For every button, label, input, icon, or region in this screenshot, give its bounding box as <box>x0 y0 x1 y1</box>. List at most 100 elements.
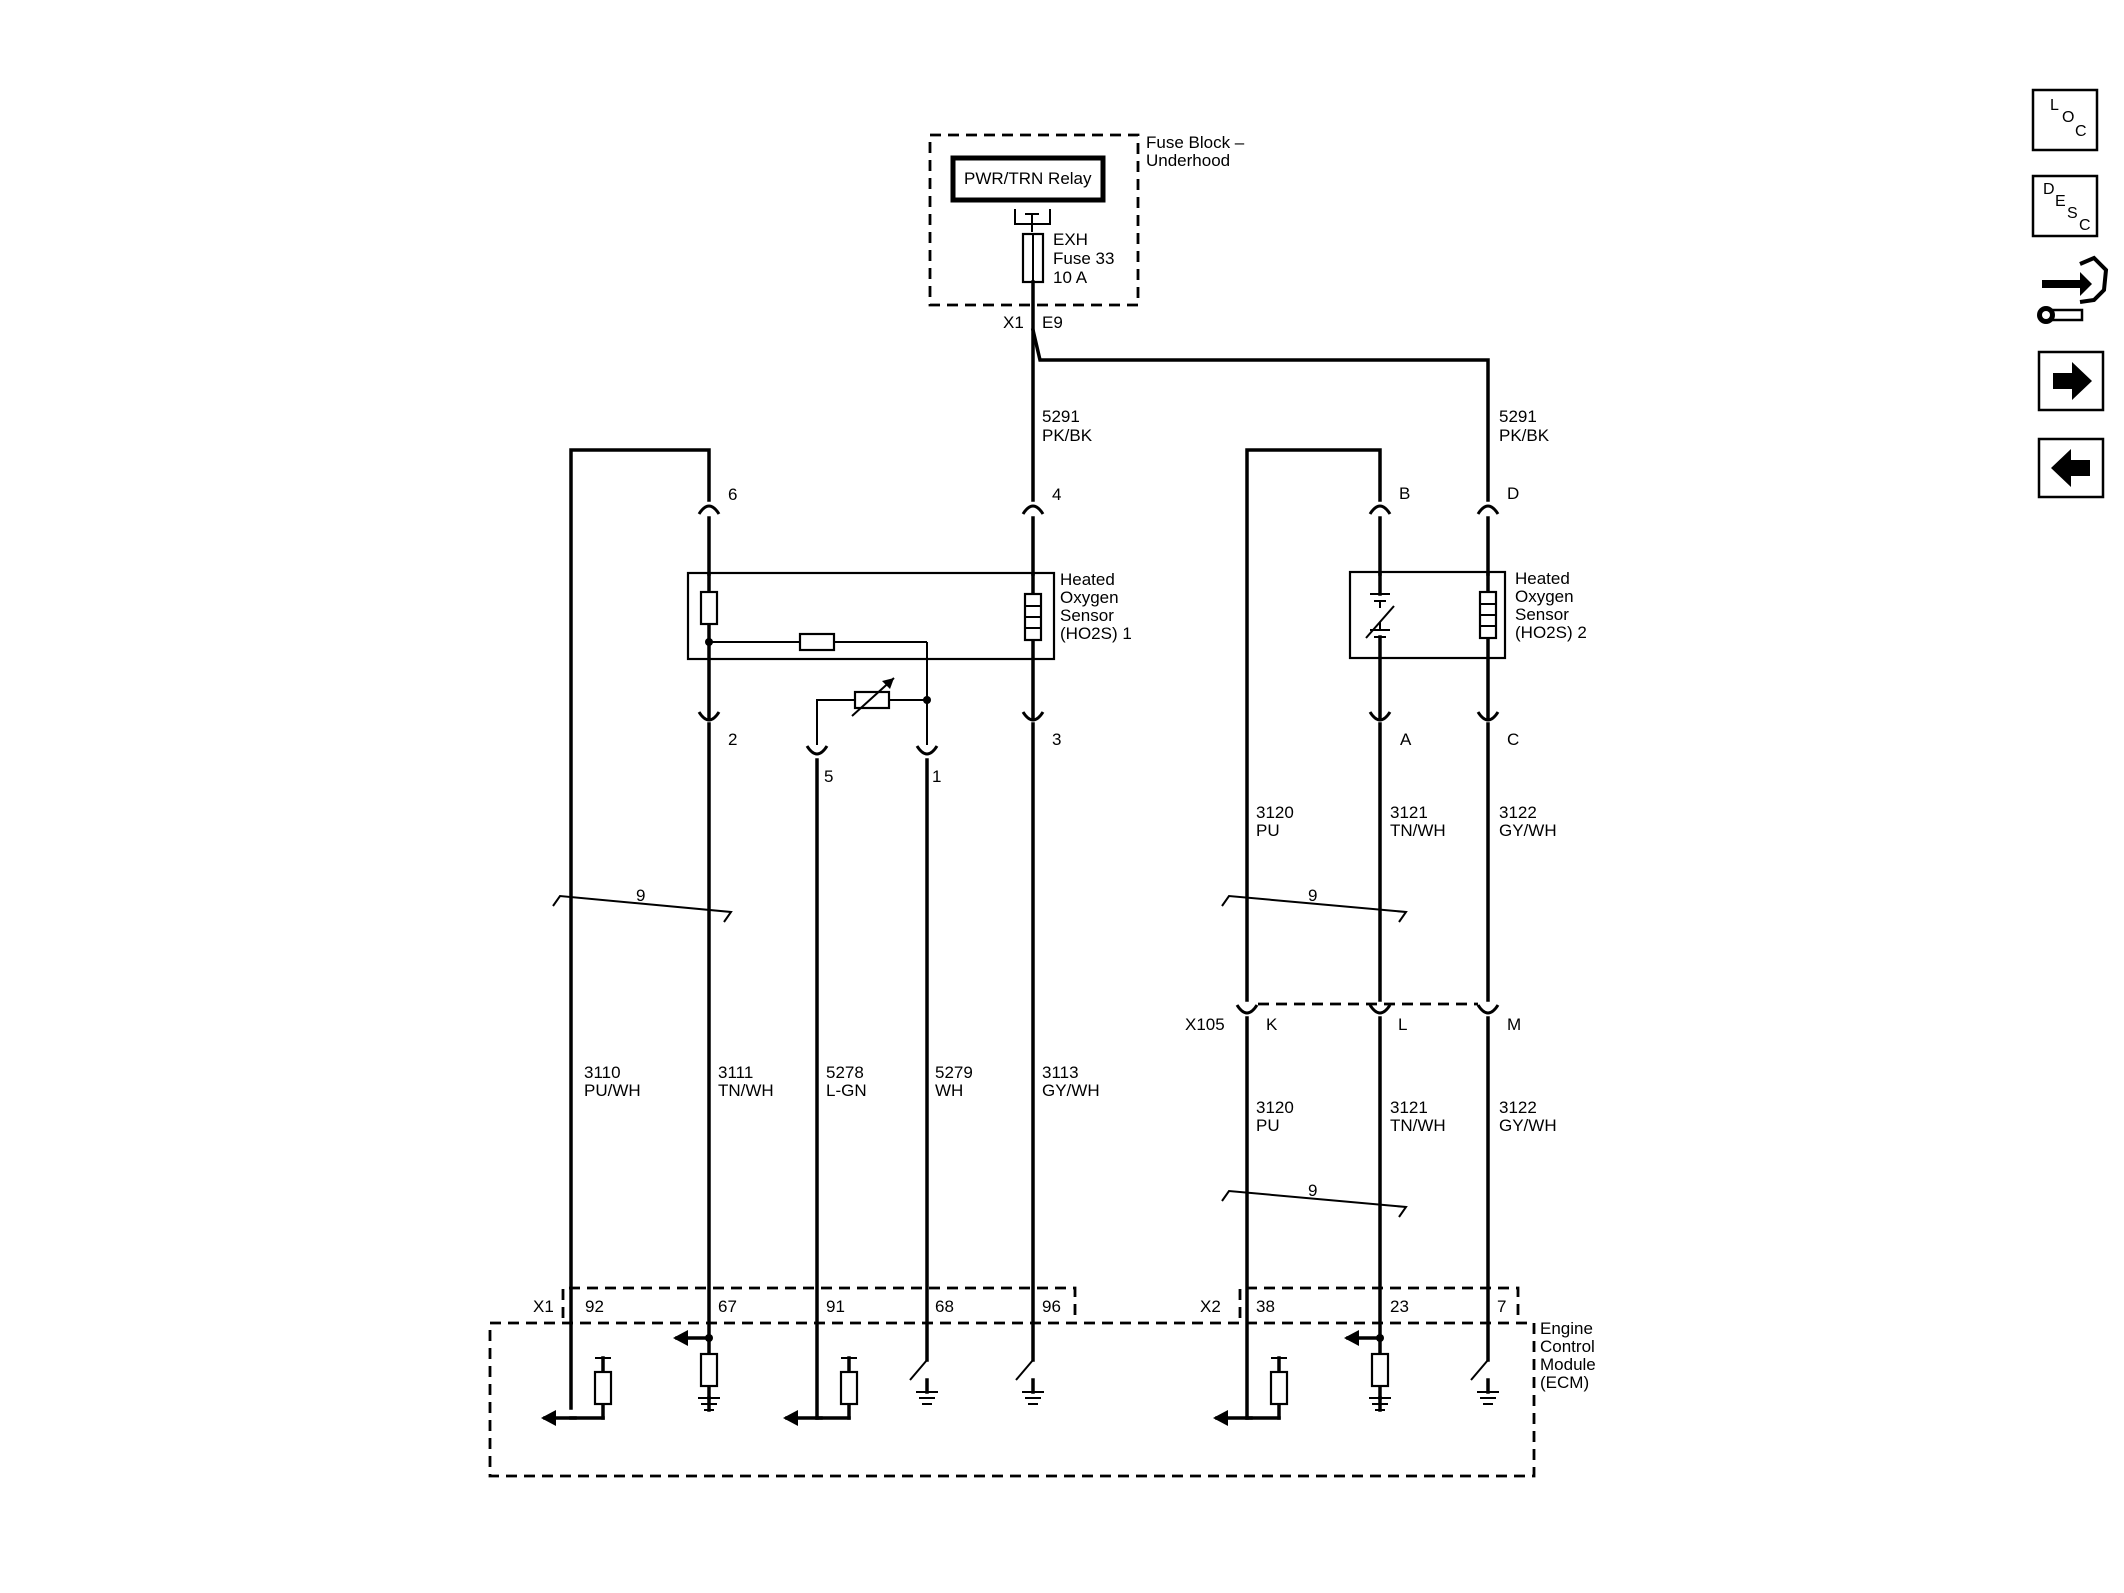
ground-icon <box>916 1391 938 1405</box>
ho2s-2-name-4: (HO2S) 2 <box>1515 623 1587 642</box>
description-button[interactable]: D E S C <box>2031 174 2099 238</box>
x105-pin-k: K <box>1266 1015 1278 1034</box>
ecm-x2-connector <box>1238 1286 1520 1318</box>
connector-diagnostic-button[interactable] <box>2037 255 2109 324</box>
wire-5278-circuit: 5278 <box>826 1063 864 1082</box>
ho2s-2-name-2: Oxygen <box>1515 587 1574 606</box>
wire-3122-upper-circuit: 3122 <box>1499 803 1537 822</box>
ho2s-2: B D Heated Oxygen Sensor (HO2S) 2 A C <box>1245 448 1587 1002</box>
x105-pin-l-connector <box>1368 1004 1392 1015</box>
ecm-input-arrow-icon <box>1344 1330 1359 1346</box>
wire-3111-color: TN/WH <box>718 1081 774 1100</box>
shield-count-right-lower: 9 <box>1308 1181 1317 1200</box>
desc-letter-s: S <box>2067 205 2078 222</box>
supply-left-circuit: 5291 <box>1042 407 1080 426</box>
previous-page-button[interactable] <box>2037 437 2105 499</box>
ecm-input-arrow-icon <box>1213 1410 1228 1426</box>
desc-letter-c: C <box>2079 217 2091 234</box>
shield-marker-right-upper <box>1221 894 1408 923</box>
wire-3122-lower-color: GY/WH <box>1499 1116 1557 1135</box>
x105-pin-l: L <box>1398 1015 1407 1034</box>
ho2s-1-name-2: Oxygen <box>1060 588 1119 607</box>
pin-c-connector <box>1476 711 1500 722</box>
ecm-name-4: (ECM) <box>1540 1373 1589 1392</box>
fuse-label-3: 10 A <box>1053 268 1088 287</box>
fuse-label-1: EXH <box>1053 230 1088 249</box>
ho2s-1-name-4: (HO2S) 1 <box>1060 624 1132 643</box>
ecm-pullup-91-icon <box>839 1370 859 1406</box>
wire-3113-color: GY/WH <box>1042 1081 1100 1100</box>
ecm-input-arrow-icon <box>541 1410 556 1426</box>
left-wiring: 9 3110 PU/WH 3111 TN/WH 5278 L-GN 5279 W… <box>552 448 1100 1420</box>
ecm-resistor-67-icon <box>699 1352 719 1388</box>
ho2s-2-name-3: Sensor <box>1515 605 1569 624</box>
ho2s-2-name-1: Heated <box>1515 569 1570 588</box>
loc-letter-o: O <box>2062 109 2074 126</box>
pin-1-label: 1 <box>932 767 941 786</box>
ground-icon <box>1477 1391 1499 1405</box>
wire-3120-lower-circuit: 3120 <box>1256 1098 1294 1117</box>
wire-5279-color: WH <box>935 1081 963 1100</box>
fuse-block: Fuse Block – Underhood PWR/TRN Relay EXH… <box>928 133 1245 332</box>
wire-3122-lower-circuit: 3122 <box>1499 1098 1537 1117</box>
pin-5-label: 5 <box>824 767 833 786</box>
ecm-name-3: Module <box>1540 1355 1596 1374</box>
x105-pin-m: M <box>1507 1015 1521 1034</box>
loc-letter-l: L <box>2050 97 2059 114</box>
wire-5279-circuit: 5279 <box>935 1063 973 1082</box>
pin-d-connector <box>1476 504 1500 515</box>
ecm-x1-pin-68: 68 <box>935 1297 954 1316</box>
fuse-block-outline <box>928 133 1140 307</box>
fuse-block-label-2: Underhood <box>1146 151 1230 170</box>
desc-letter-e: E <box>2055 193 2066 210</box>
pin-a-connector <box>1368 711 1392 722</box>
wire-3122-upper-color: GY/WH <box>1499 821 1557 840</box>
pin-b-connector <box>1368 504 1392 515</box>
wire-3120-upper-circuit: 3120 <box>1256 803 1294 822</box>
ecm-x1-pin-92: 92 <box>585 1297 604 1316</box>
pin-b-label: B <box>1399 484 1410 503</box>
arrow-left-icon <box>2051 449 2090 487</box>
wire-3121-upper-circuit: 3121 <box>1390 803 1428 822</box>
supply-right-color: PK/BK <box>1499 426 1550 445</box>
arrow-right-icon <box>2053 362 2092 400</box>
pin-a-label: A <box>1400 730 1412 749</box>
ecm-name-2: Control <box>1540 1337 1595 1356</box>
shield-count-left: 9 <box>636 886 645 905</box>
shield-marker-right-lower <box>1221 1189 1408 1218</box>
desc-letter-d: D <box>2043 181 2055 198</box>
fuse-label-2: Fuse 33 <box>1053 249 1114 268</box>
ho2s-1: 6 4 Heated Oxygen Sensor (HO2S) 1 2 <box>686 485 1132 786</box>
ecm-x2-pin-23: 23 <box>1390 1297 1409 1316</box>
ecm-name-1: Engine <box>1540 1319 1593 1338</box>
ho2s-1-name-1: Heated <box>1060 570 1115 589</box>
fuse-connector-x1: X1 <box>1003 313 1024 332</box>
pin-1-connector <box>915 745 939 756</box>
next-page-button[interactable] <box>2037 350 2105 412</box>
pin-5-connector <box>805 745 829 756</box>
fuse-terminal-e9: E9 <box>1042 313 1063 332</box>
sensor-element-icon <box>699 590 719 626</box>
ecm-resistor-23-icon <box>1370 1352 1390 1388</box>
x105-pin-k-connector <box>1235 1004 1259 1015</box>
loc-letter-c: C <box>2075 123 2087 140</box>
right-wiring: 3120 PU 3121 TN/WH 3122 GY/WH 9 X105 K L… <box>1185 722 1557 1420</box>
ground-icon <box>1369 1397 1391 1411</box>
ecm-input-arrow-icon <box>673 1330 688 1346</box>
wire-5278-color: L-GN <box>826 1081 867 1100</box>
ecm-pullup-38-icon <box>1269 1370 1289 1406</box>
pin-6-label: 6 <box>728 485 737 504</box>
connector-diagnostic-icon <box>2037 255 2109 324</box>
supply-wiring: 5291 PK/BK 5291 PK/BK <box>1030 280 1550 502</box>
pin-c-label: C <box>1507 730 1519 749</box>
wire-3110-color: PU/WH <box>584 1081 641 1100</box>
x105-label: X105 <box>1185 1015 1225 1034</box>
location-button[interactable]: L O C <box>2031 88 2099 152</box>
wire-3110-circuit: 3110 <box>584 1063 621 1082</box>
ho2s-2-box <box>1348 570 1507 660</box>
ground-icon <box>698 1397 720 1411</box>
ecm: Engine Control Module (ECM) X1 92 67 91 … <box>488 1286 1596 1478</box>
ecm-input-arrow-icon <box>783 1410 798 1426</box>
x105-pin-m-connector <box>1476 1004 1500 1015</box>
